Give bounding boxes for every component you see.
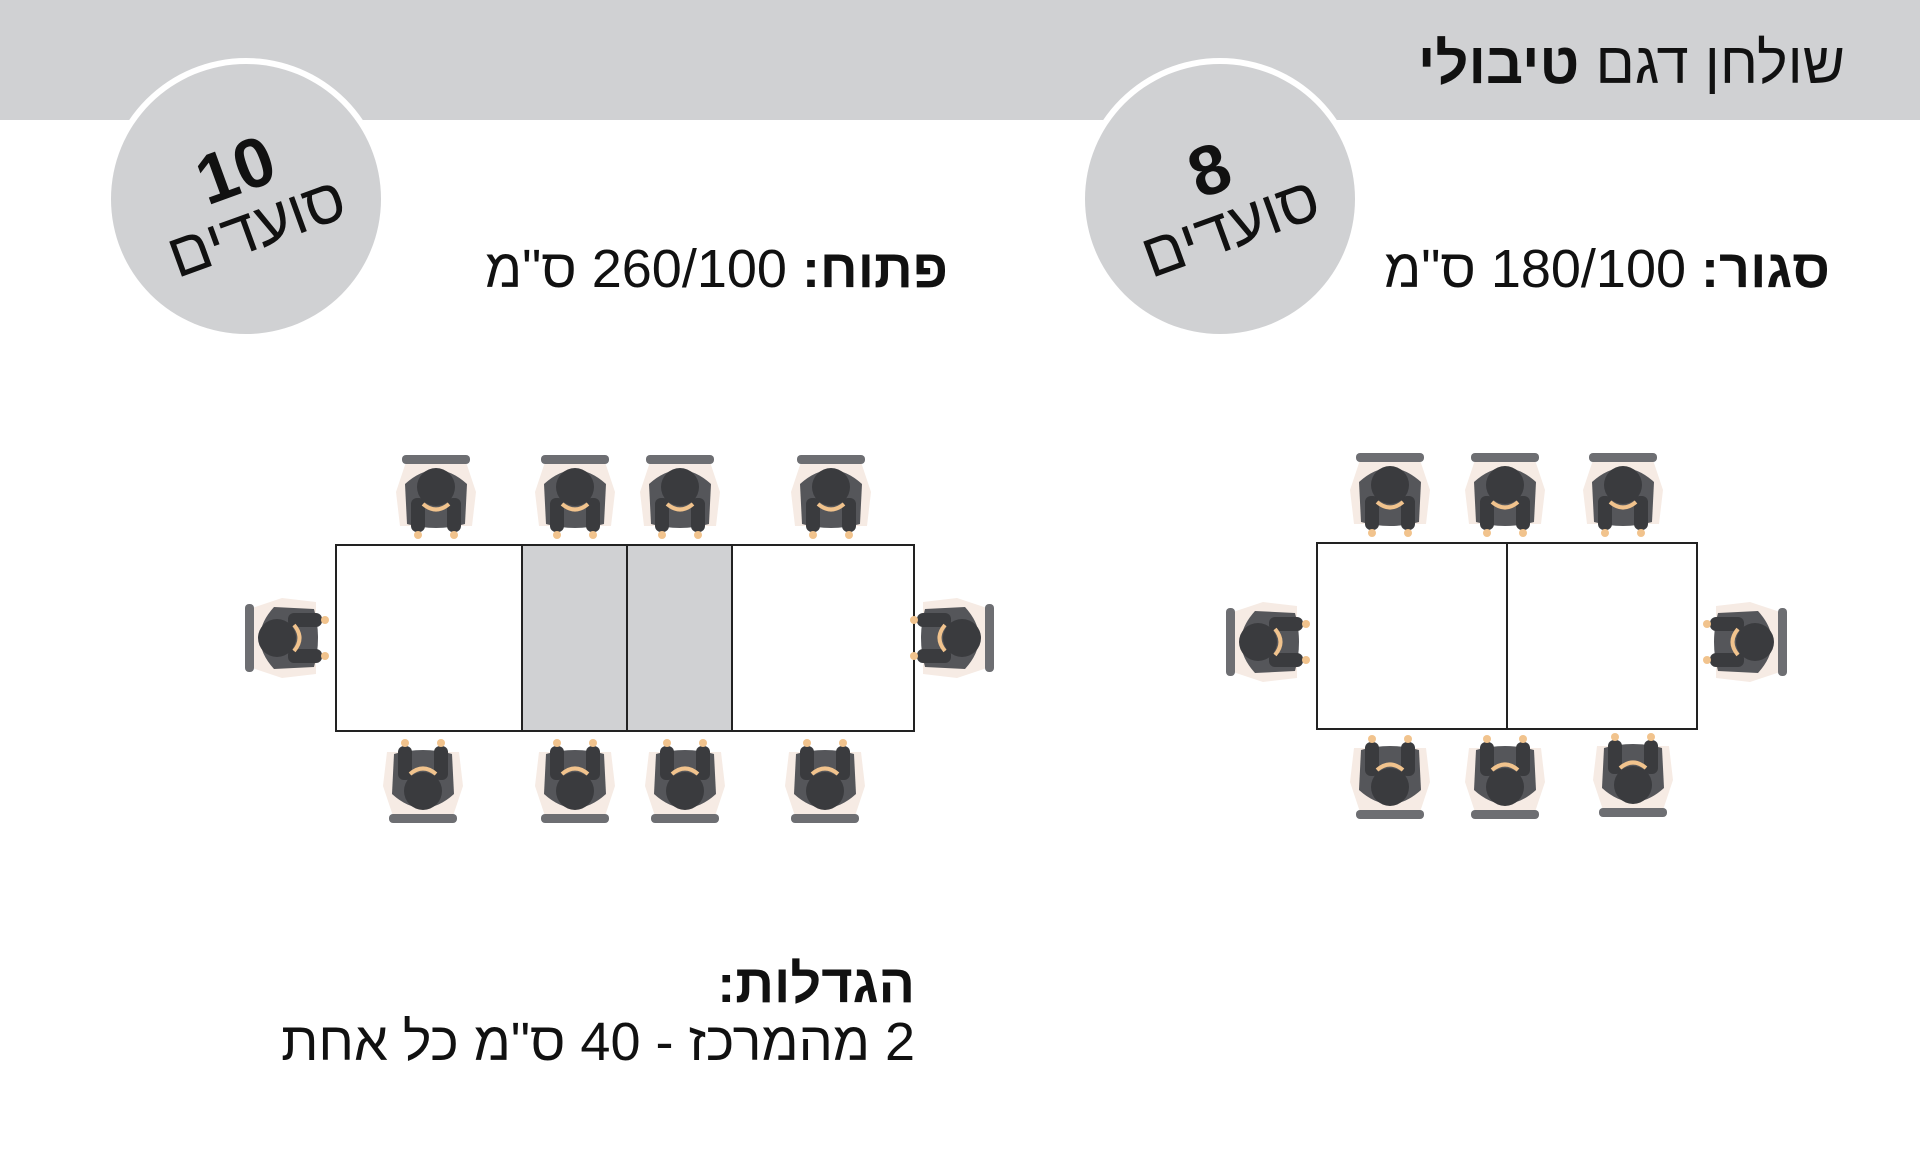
title-regular: שולחן דגם bbox=[1595, 31, 1845, 96]
diner-seat-icon bbox=[789, 453, 873, 541]
closed-dim-value: 180/100 ס"מ bbox=[1384, 239, 1687, 299]
extensions-detail: 2 מהמרכז - 40 ס"מ כל אחת bbox=[281, 1012, 915, 1072]
diner-seat-icon bbox=[533, 453, 617, 541]
open-dim-value: 260/100 ס"מ bbox=[485, 239, 787, 299]
diner-seat-icon bbox=[1463, 451, 1547, 539]
open-capacity-badge: 10 סועדים bbox=[111, 64, 381, 334]
diner-seat-icon bbox=[1591, 731, 1675, 819]
closed-dim-label: סגור: bbox=[1701, 239, 1830, 299]
open-table bbox=[243, 453, 996, 825]
diner-seat-icon bbox=[783, 737, 867, 825]
extensions-note: הגדלות: 2 מהמרכז - 40 ס"מ כל אחת bbox=[281, 955, 915, 1071]
extension-leaf-2 bbox=[626, 544, 733, 732]
open-dimensions: פתוח: 260/100 ס"מ bbox=[485, 238, 948, 300]
diner-seat-icon bbox=[1581, 451, 1665, 539]
diner-seat-icon bbox=[243, 596, 331, 680]
diner-seat-icon bbox=[1701, 600, 1789, 684]
extensions-heading: הגדלות: bbox=[717, 954, 915, 1014]
open-dim-label: פתוח: bbox=[801, 239, 948, 299]
closed-table bbox=[1224, 451, 1789, 821]
closed-capacity-badge: 8 סועדים bbox=[1085, 64, 1355, 334]
title-bold: טיבולי bbox=[1417, 31, 1580, 96]
extension-leaf-1 bbox=[521, 544, 628, 732]
page-title: שולחן דגם טיבולי bbox=[1418, 30, 1845, 97]
diner-seat-icon bbox=[394, 453, 478, 541]
diner-seat-icon bbox=[638, 453, 722, 541]
diner-seat-icon bbox=[1348, 733, 1432, 821]
diner-seat-icon bbox=[1224, 600, 1312, 684]
diner-seat-icon bbox=[533, 737, 617, 825]
diner-seat-icon bbox=[1463, 733, 1547, 821]
diner-seat-icon bbox=[1348, 451, 1432, 539]
diner-seat-icon bbox=[643, 737, 727, 825]
closed-dimensions: סגור: 180/100 ס"מ bbox=[1384, 238, 1830, 300]
diner-seat-icon bbox=[381, 737, 465, 825]
diner-seat-icon bbox=[908, 596, 996, 680]
